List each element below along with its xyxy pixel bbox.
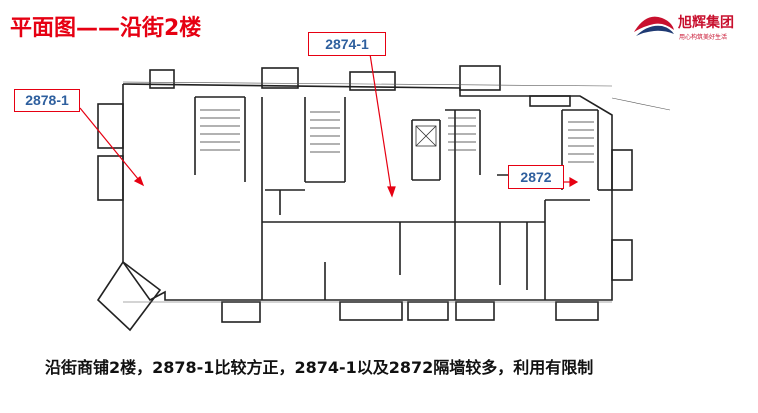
logo-mark-icon <box>634 16 674 36</box>
elevator-icon <box>415 125 437 147</box>
logo-slogan: 用心构筑美好生活 <box>679 34 728 41</box>
slide-caption: 沿街商铺2楼，2878-1比较方正，2874-1以及2872隔墙较多，利用有限制 <box>45 358 594 377</box>
plan-walls <box>96 65 633 332</box>
logo-name: 旭辉集团 <box>678 15 734 31</box>
unit-label-2872: 2872 <box>508 165 564 189</box>
unit-label-2878: 2878-1 <box>14 89 80 112</box>
company-logo: 旭辉集团 用心构筑美好生活 <box>632 10 750 46</box>
stairs <box>200 109 594 163</box>
arrow-2878 <box>79 107 144 186</box>
pointer-arrows <box>79 53 579 198</box>
unit-label-2874: 2874-1 <box>308 32 386 56</box>
slide-title: 平面图——沿街2楼 <box>10 16 202 41</box>
dimension-lines <box>122 81 671 303</box>
arrow-2874 <box>369 53 393 197</box>
